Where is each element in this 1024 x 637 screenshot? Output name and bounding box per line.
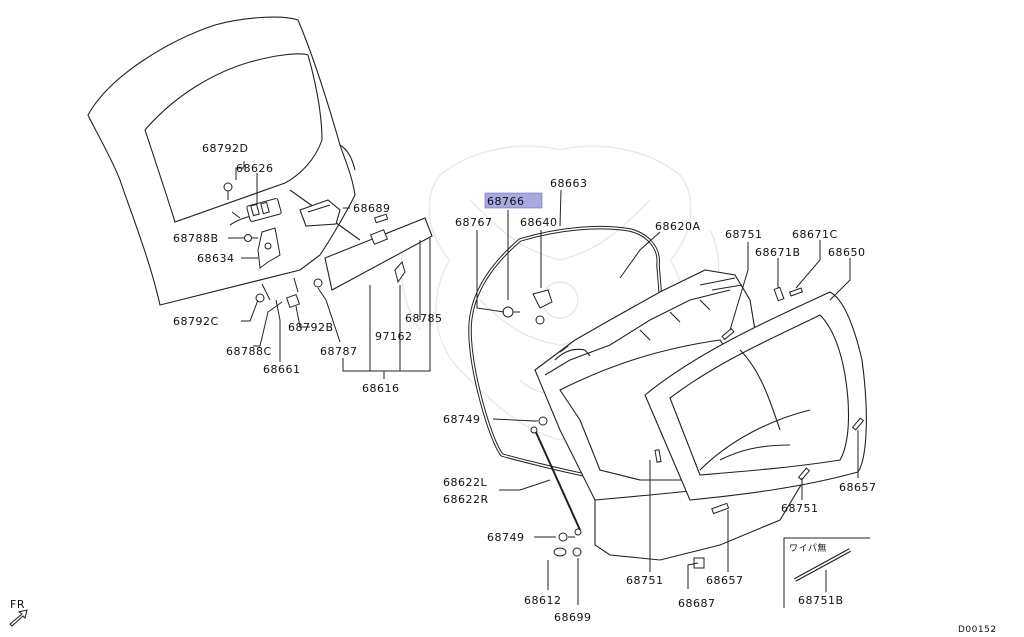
front-arrow-icon: [9, 609, 28, 627]
label-68671C[interactable]: 68671C: [792, 228, 838, 241]
label-68751B[interactable]: 68751B: [798, 594, 844, 607]
label-68689[interactable]: 68689: [353, 202, 391, 215]
label-68657-right[interactable]: 68657: [839, 481, 877, 494]
front-marker-text: FR: [10, 598, 25, 611]
label-68767[interactable]: 68767: [455, 216, 493, 229]
label-68640[interactable]: 68640: [520, 216, 558, 229]
wiper-note-text: ワイパ無: [789, 542, 827, 554]
label-68661[interactable]: 68661: [263, 363, 301, 376]
right-small-parts: [502, 286, 865, 569]
label-68792C[interactable]: 68792C: [173, 315, 219, 328]
label-68749-lower[interactable]: 68749: [487, 531, 525, 544]
label-68657-bottom[interactable]: 68657: [706, 574, 744, 587]
label-68616[interactable]: 68616: [362, 382, 400, 395]
label-68749-upper[interactable]: 68749: [443, 413, 481, 426]
right-leader-lines: [476, 189, 859, 605]
label-68663[interactable]: 68663: [550, 177, 588, 190]
label-68612[interactable]: 68612: [524, 594, 562, 607]
label-68751-right[interactable]: 68751: [781, 502, 819, 515]
part-68689-lamp: [299, 199, 341, 227]
label-97162[interactable]: 97162: [375, 330, 413, 343]
label-68785[interactable]: 68785: [405, 312, 443, 325]
label-68792D[interactable]: 68792D: [202, 142, 248, 155]
label-68788C[interactable]: 68788C: [226, 345, 272, 358]
label-68787[interactable]: 68787: [320, 345, 358, 358]
label-68687[interactable]: 68687: [678, 597, 716, 610]
label-68622R[interactable]: 68622R: [443, 493, 489, 506]
label-68622L[interactable]: 68622L: [443, 476, 487, 489]
license-garnish: [324, 213, 433, 291]
left-leader-lines: [228, 161, 431, 379]
part-labels: 68792D 68626 68788B 68634 68689 68792C 6…: [10, 142, 997, 635]
label-68620A[interactable]: 68620A: [655, 220, 701, 233]
diagram-code: D00152: [958, 625, 997, 635]
label-68650[interactable]: 68650: [828, 246, 866, 259]
label-68788B[interactable]: 68788B: [173, 232, 219, 245]
highlight-box-68766: [484, 192, 543, 209]
back-door-glass-68650: [644, 291, 867, 501]
label-68766[interactable]: 68766: [487, 195, 525, 208]
wiper-less-inset: [783, 537, 870, 608]
label-68792B[interactable]: 68792B: [288, 321, 334, 334]
label-68751-top[interactable]: 68751: [725, 228, 763, 241]
label-68634[interactable]: 68634: [197, 252, 235, 265]
label-68626[interactable]: 68626: [236, 162, 274, 175]
label-68699[interactable]: 68699: [554, 611, 592, 624]
label-68751-bottom[interactable]: 68751: [626, 574, 664, 587]
label-68671B[interactable]: 68671B: [755, 246, 801, 259]
